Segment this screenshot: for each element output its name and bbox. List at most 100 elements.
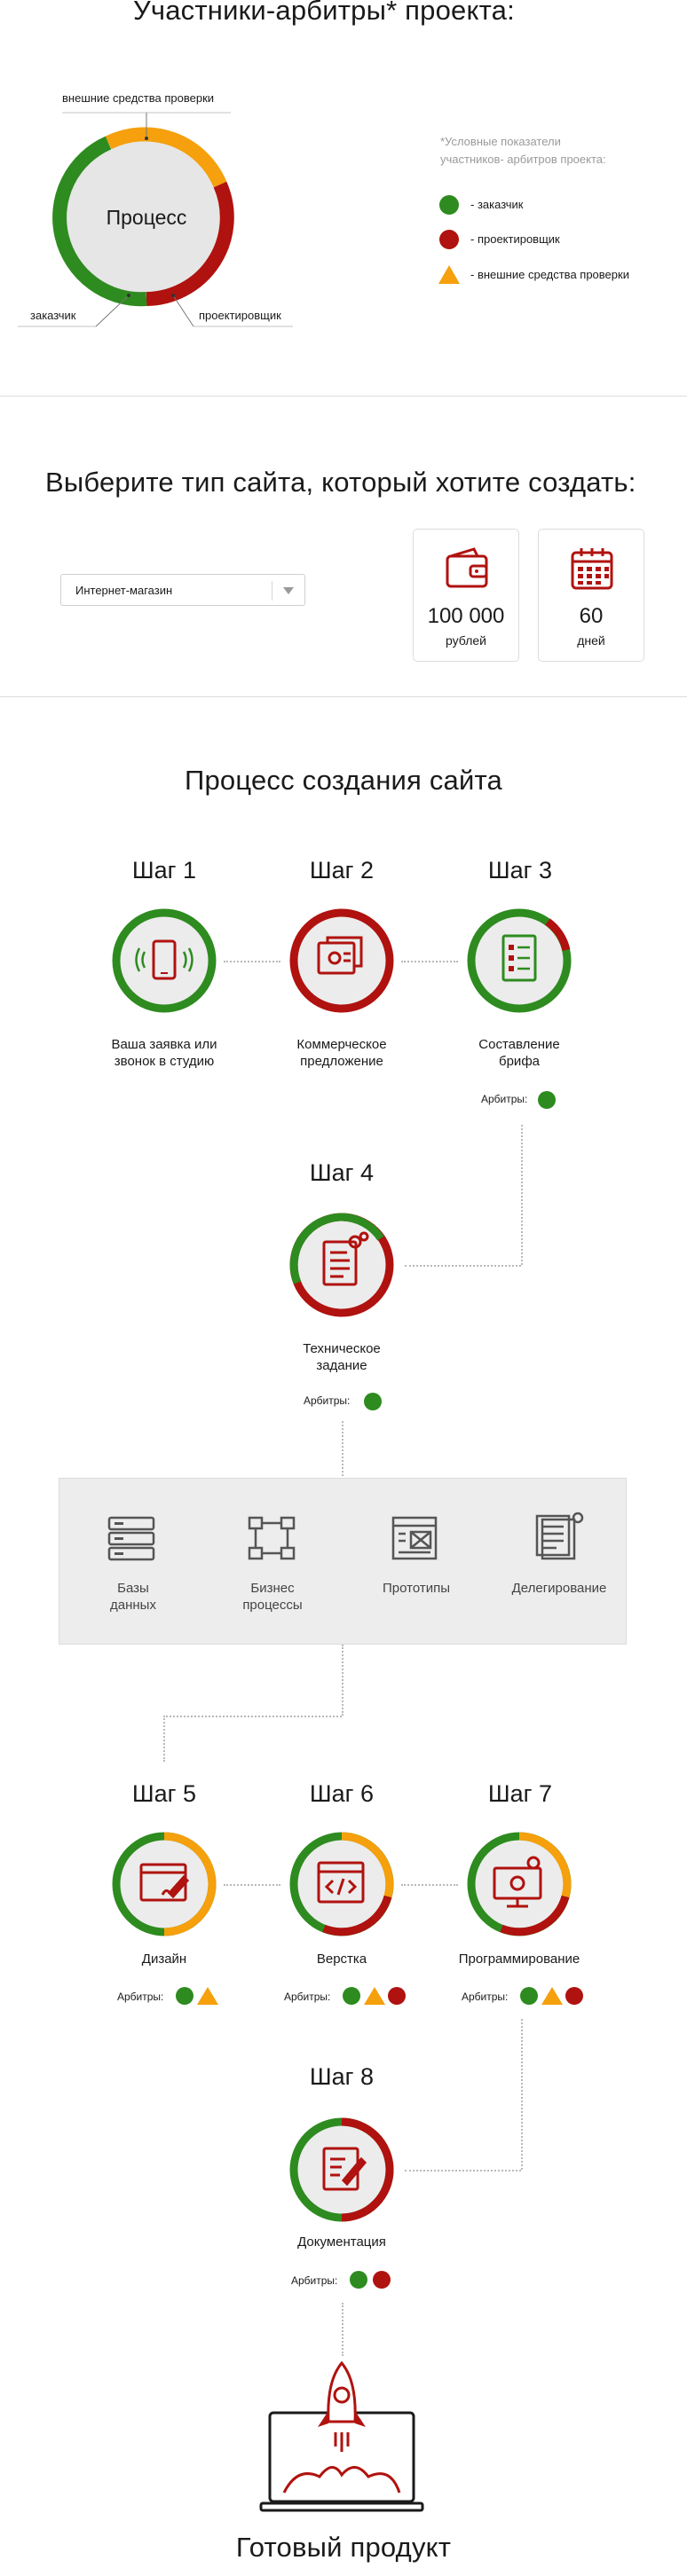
database-icon: [107, 1516, 155, 1561]
code-window-icon: [317, 1861, 365, 1904]
step-4-arbiters-markers: [364, 1393, 382, 1410]
grey-item-delegation-label: Делегирование: [511, 1581, 607, 1596]
business-process-icon: [248, 1516, 296, 1560]
step-6-label: Верстка: [316, 1952, 367, 1967]
connector-3-4-h: [405, 1265, 521, 1267]
delegation-icon: [535, 1512, 584, 1560]
callout-pointer-right: [172, 295, 194, 327]
step-1-title: Шаг 1: [131, 857, 197, 884]
connector-5-6: [224, 1884, 280, 1886]
donut-segment-red: [146, 181, 234, 306]
step-6-title: Шаг 6: [309, 1780, 375, 1807]
duration-unit: дней: [577, 633, 605, 648]
step-4-arbiters-label: Арбитры:: [304, 1394, 351, 1407]
grey-item-prototype-label: Прототипы: [382, 1581, 450, 1596]
step-5-arbiters-markers: [176, 1987, 218, 2005]
step-7-ring: [467, 1832, 572, 1936]
monitor-gears-icon: [493, 1856, 542, 1908]
process-title: Процесс создания сайта: [184, 765, 502, 796]
step-6-ring: [289, 1832, 394, 1936]
connector-3-4-v: [521, 1125, 523, 1265]
connector-7-8-v: [521, 2019, 523, 2170]
price-value: 100 000: [427, 604, 505, 628]
legend-marker-client: [439, 195, 459, 215]
connector-7-8-h: [405, 2170, 521, 2172]
connector-box-v2: [163, 1716, 165, 1762]
calendar-icon: [571, 548, 613, 590]
step-5-ring: [112, 1832, 217, 1936]
price-card: 100 000 рублей: [413, 529, 519, 662]
donut-center-label: Процесс: [106, 206, 187, 229]
step-2-ring: [289, 908, 394, 1013]
spec-document-icon: [322, 1231, 369, 1286]
callout-dot-left: [127, 294, 130, 297]
legend-note-line2: участников- арбитров проекта:: [440, 153, 606, 166]
step-3-title: Шаг 3: [487, 857, 553, 884]
step-6-arbiters-label: Арбитры:: [284, 1991, 331, 2003]
site-type-value: Интернет-магазин: [75, 584, 173, 597]
step-4-ring: [289, 1213, 394, 1317]
step-3-arbiters-label: Арбитры:: [481, 1093, 528, 1105]
donut-segment-orange: [105, 127, 227, 188]
rocket-laptop-icon: [259, 2360, 424, 2512]
final-product-title: Готовый продукт: [235, 2532, 452, 2563]
step-7-arbiters-label: Арбитры:: [462, 1991, 509, 2003]
step-8-ring: [289, 2117, 394, 2222]
step-8-title: Шаг 8: [309, 2063, 375, 2090]
arbiter-client-marker: [538, 1091, 556, 1109]
legend-marker-designer: [439, 230, 459, 249]
step-5-title: Шаг 5: [131, 1780, 197, 1807]
connector-4-box: [342, 1421, 344, 1476]
step-6-arbiters-markers: [343, 1987, 406, 2005]
chevron-down-icon[interactable]: [283, 587, 294, 594]
callout-dot-right: [171, 294, 175, 297]
section-divider-2: [0, 696, 687, 697]
callout-pointer-left: [95, 295, 130, 327]
process-donut: [18, 112, 293, 327]
site-type-title: Выберите тип сайта, который хотите созда…: [45, 467, 636, 498]
callout-top-label: внешние средства проверки: [62, 91, 215, 105]
wallet-icon: [446, 547, 488, 588]
step-3-arbiters-markers: [538, 1091, 556, 1109]
step-7-title: Шаг 7: [487, 1780, 553, 1807]
step-3-ring: [467, 908, 572, 1013]
duration-value: 60: [579, 604, 604, 628]
connector-box-h: [163, 1716, 342, 1717]
donut-segment-green: [52, 136, 147, 307]
duration-card: 60 дней: [538, 529, 644, 662]
arbiter-client-marker: [364, 1393, 382, 1410]
legend-markers: [438, 195, 460, 284]
legend-label-designer: - проектировщик: [470, 232, 560, 246]
callout-dot-top: [145, 137, 148, 140]
design-window-icon: [139, 1863, 190, 1902]
site-type-select[interactable]: Интернет-магазин: [60, 574, 305, 606]
callout-left-label: заказчик: [30, 309, 76, 322]
participants-title: Участники-арбитры* проекта:: [133, 0, 515, 26]
connector-8-final: [342, 2303, 344, 2356]
donut-center-fill: [67, 137, 226, 297]
step-7-label: Программирование: [458, 1952, 580, 1967]
connector-box-v1: [342, 1645, 344, 1716]
step-5-label: Дизайн: [141, 1952, 187, 1967]
step-2-title: Шаг 2: [309, 857, 375, 884]
checklist-icon: [501, 934, 537, 982]
step-8-arbiters-label: Арбитры:: [291, 2274, 338, 2287]
legend-label-client: - заказчик: [470, 198, 524, 211]
phone-icon: [135, 939, 193, 980]
prototype-icon: [391, 1516, 438, 1560]
connector-1-2: [224, 961, 280, 962]
section-divider-1: [0, 396, 687, 397]
connector-2-3: [401, 961, 458, 962]
step-8-label: Документация: [297, 2234, 386, 2250]
step-4-title: Шаг 4: [309, 1159, 375, 1186]
documents-icon: [317, 936, 363, 975]
callout-right-label: проектировщик: [199, 309, 281, 322]
step-8-arbiters-markers: [350, 2271, 391, 2289]
